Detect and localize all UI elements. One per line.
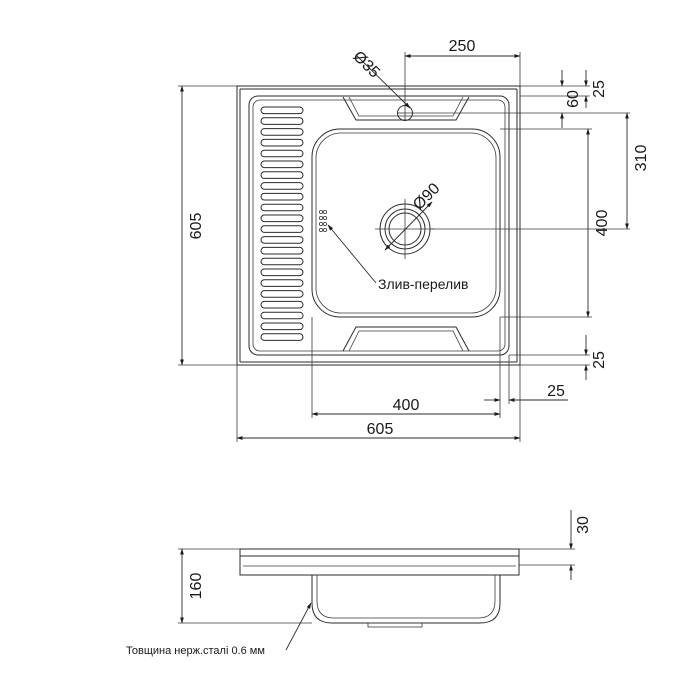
dim-height-overall: 605 xyxy=(188,213,205,240)
drainboard-rib xyxy=(260,182,304,190)
drainboard-rib xyxy=(260,203,304,212)
drainboard-rib xyxy=(260,322,304,331)
dim-top-60: 60 xyxy=(565,90,582,108)
side-rim xyxy=(239,548,520,557)
drainboard-rib xyxy=(260,236,304,244)
drainboard-rib xyxy=(260,290,304,298)
drainboard-rib xyxy=(260,160,304,169)
drainboard-rib xyxy=(260,171,304,179)
side-view: 30 160 Товщина нерж.сталі 0.6 мм xyxy=(126,510,592,657)
side-drain xyxy=(367,622,423,628)
drainboard-rib xyxy=(260,128,304,136)
tap-shelf xyxy=(342,96,470,121)
dim-tap-offset: 250 xyxy=(449,38,476,55)
dim-right-25: 25 xyxy=(547,383,565,400)
drainboard-rib xyxy=(260,225,304,233)
drainboard-rib xyxy=(260,257,304,266)
drainboard-rib xyxy=(260,333,304,341)
top-view: Злив-перелив Ø90 Ø35 250 605 25 60 xyxy=(178,38,650,442)
drainboard-rib xyxy=(260,279,304,287)
drainboard-rib xyxy=(260,268,304,277)
bowl-outline xyxy=(311,128,501,318)
drainboard-rib xyxy=(260,117,304,125)
drainboard-ribs xyxy=(260,106,304,341)
dim-rim: 30 xyxy=(575,516,592,534)
dim-bowl-height: 400 xyxy=(594,210,611,237)
side-bowl xyxy=(311,575,501,624)
dim-bowl-width: 400 xyxy=(393,397,420,414)
overflow-holes xyxy=(318,209,327,232)
drainboard-rib xyxy=(260,214,304,223)
overflow-label: Злив-перелив xyxy=(378,276,468,292)
thickness-note: Товщина нерж.сталі 0.6 мм xyxy=(126,645,265,657)
drainboard-rib xyxy=(260,192,304,201)
bottom-shelf xyxy=(342,326,470,352)
drainboard-rib xyxy=(260,106,304,115)
drainboard-rib xyxy=(260,246,304,255)
dim-bottom-25: 25 xyxy=(591,351,608,369)
drainboard-rib xyxy=(260,149,304,158)
drainboard-rib xyxy=(260,311,304,320)
dim-depth: 160 xyxy=(188,573,205,600)
sink-outer-outline xyxy=(236,85,521,366)
dim-top-25: 25 xyxy=(591,80,608,98)
drainboard-rib xyxy=(260,300,304,309)
sink-rim xyxy=(248,95,510,356)
drainboard-rib xyxy=(260,138,304,147)
dim-tap-to-drain: 310 xyxy=(633,145,650,172)
dim-width-overall: 605 xyxy=(367,421,394,438)
drain-diameter-label: Ø90 xyxy=(410,180,443,213)
tap-hole xyxy=(397,105,413,121)
